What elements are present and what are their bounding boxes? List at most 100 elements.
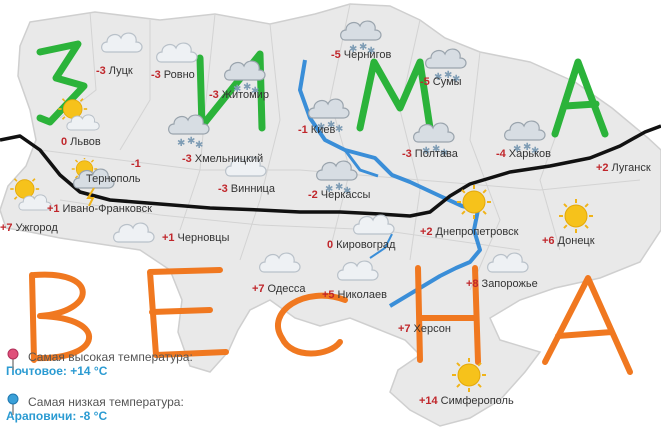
- city-temperature: -2: [308, 189, 318, 201]
- pin-red-icon: [7, 348, 19, 370]
- city-name: Запорожье: [481, 278, 538, 290]
- sun-weather-icon: [452, 358, 486, 392]
- city-name: Днепропетровск: [435, 226, 519, 238]
- legend-max-value[interactable]: Почтовое: +14 °C: [6, 364, 108, 378]
- cloud-weather-icon: [259, 252, 301, 273]
- city-name: Николаев: [337, 289, 387, 301]
- city-temperature: -3: [209, 89, 219, 101]
- snow-weather-icon: ✱✱✱: [168, 114, 210, 151]
- cloud-weather-icon: [225, 156, 267, 177]
- cloud-weather-icon: [337, 260, 379, 281]
- legend-max-title: Самая высокая температура:: [28, 350, 193, 364]
- sun-weather-icon: [457, 185, 491, 219]
- sun-cloud-weather-icon: [10, 178, 52, 211]
- svg-text:✱: ✱: [452, 74, 460, 85]
- city-name: Львов: [70, 136, 101, 148]
- city-name: Хмельницкий: [194, 153, 264, 165]
- city-temperature: +6: [542, 235, 555, 247]
- city-temperature: -4: [496, 148, 506, 160]
- cloud-weather-icon: [353, 214, 395, 235]
- city-temperature: 0: [61, 136, 68, 148]
- svg-text:✱: ✱: [335, 182, 343, 193]
- city-name: Черкассы: [320, 189, 371, 201]
- city-ternopol-name[interactable]: Тернополь: [86, 173, 141, 186]
- city-name: Ужгород: [15, 222, 58, 234]
- city-temperature: +1: [47, 203, 60, 215]
- winter-handwriting: [36, 40, 609, 138]
- svg-text:✱: ✱: [359, 42, 367, 53]
- city-name: Луцк: [108, 65, 133, 77]
- snow-weather-icon: ✱✱✱: [413, 122, 455, 159]
- city-name: Ивано-Франковск: [62, 203, 152, 215]
- svg-text:✱: ✱: [531, 146, 539, 157]
- snow-weather-icon: ✱✱✱: [504, 120, 546, 157]
- svg-text:✱: ✱: [177, 138, 185, 149]
- svg-text:✱: ✱: [251, 86, 259, 97]
- cloud-weather-icon: [101, 32, 143, 53]
- city-ternopol[interactable]: -1: [131, 158, 144, 171]
- svg-text:✱: ✱: [317, 122, 325, 133]
- city-temperature: +2: [420, 226, 433, 238]
- svg-text:✱: ✱: [343, 186, 351, 197]
- spring-handwriting: [29, 265, 633, 375]
- city-temperature: +1: [162, 232, 175, 244]
- legend-min-title: Самая низкая температура:: [28, 395, 184, 409]
- svg-text:✱: ✱: [243, 82, 251, 93]
- svg-text:✱: ✱: [434, 72, 442, 83]
- svg-text:✱: ✱: [440, 148, 448, 159]
- city-name: Киев: [310, 124, 336, 136]
- svg-text:✱: ✱: [233, 84, 241, 95]
- thunder-weather-icon: [71, 158, 115, 206]
- city-temperature: -3: [218, 183, 228, 195]
- city-name: Харьков: [508, 148, 551, 160]
- city-name: Сумы: [432, 76, 462, 88]
- city-temperature: +2: [596, 162, 609, 174]
- city-name: Симферополь: [440, 395, 514, 407]
- cloud-weather-icon: [113, 222, 155, 243]
- cloud-weather-icon: [487, 252, 529, 273]
- legend-min: Самая низкая температура: Араповичи: -8 …: [6, 393, 184, 423]
- svg-text:✱: ✱: [349, 44, 357, 55]
- city-temperature: -3: [402, 148, 412, 160]
- city-temperature: -3: [96, 65, 106, 77]
- city-temperature: -1: [131, 158, 141, 170]
- city-name: Херсон: [413, 323, 451, 335]
- city-name: Житомир: [221, 89, 269, 101]
- legend-min-value[interactable]: Араповичи: -8 °C: [6, 409, 108, 423]
- snow-weather-icon: ✱✱✱: [308, 98, 350, 135]
- city-temperature: +5: [322, 289, 335, 301]
- city-temperature: +8: [466, 278, 479, 290]
- city-temperature: -1: [298, 124, 308, 136]
- city-name: Тернополь: [86, 173, 141, 185]
- city-temperature: -5: [420, 76, 430, 88]
- city-name: Чернигов: [343, 49, 392, 61]
- city-name: Одесса: [267, 283, 306, 295]
- city-name: Винница: [230, 183, 275, 195]
- city-temperature: +7: [0, 222, 13, 234]
